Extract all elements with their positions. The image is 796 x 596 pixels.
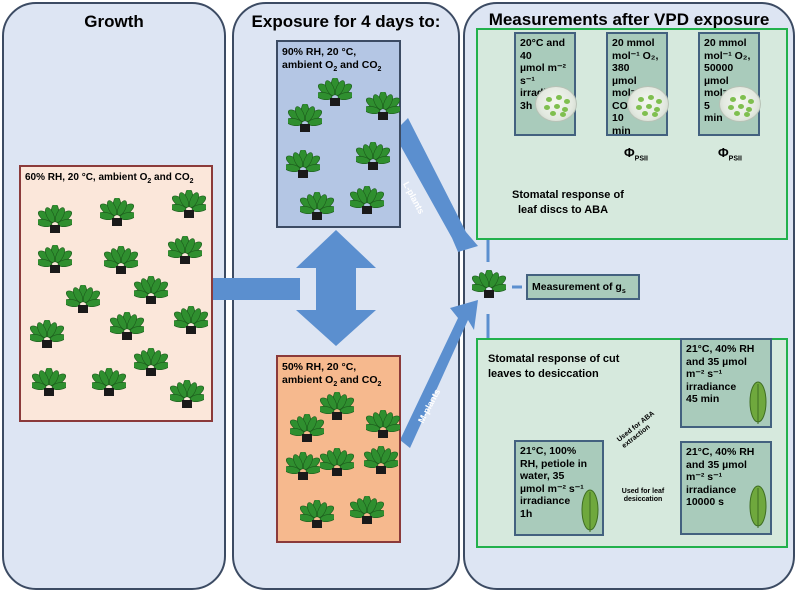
plant-icon (92, 368, 126, 396)
plant-icon (320, 448, 354, 476)
plant-icon (100, 198, 134, 226)
m-plants-arrow (400, 300, 478, 448)
growth-to-exposure-arrow (210, 278, 300, 300)
plant-icon (104, 246, 138, 274)
leaf-disc-dot (738, 104, 744, 109)
leaf-disc-caption: Stomatal response of leaf discs to ABA (512, 189, 624, 216)
gs-measurement-box: Measurement of gs (526, 274, 640, 300)
leaf-disc-dot (656, 99, 662, 104)
leaf-icon (581, 489, 599, 532)
plant-icon (356, 142, 390, 170)
phi-psii-label: ΦPSII (624, 145, 648, 163)
leaf-disc-dot (652, 112, 658, 117)
plant-icon (134, 276, 168, 304)
plant-icon (290, 414, 324, 442)
plant-icon (364, 446, 398, 474)
plant-icon (366, 92, 400, 120)
phi-psii-label-2: ΦPSII (718, 145, 742, 163)
plant-icon (174, 306, 208, 334)
plant-icon (168, 236, 202, 264)
leaf-disc-dot (554, 104, 560, 109)
leaf-disc-dot (646, 104, 652, 109)
leaf-disc-dot (748, 99, 754, 104)
plant-icon (172, 190, 206, 218)
leaf-disc-dot (654, 107, 660, 112)
leaf-icon (749, 381, 767, 424)
petri-dish-icon (627, 86, 669, 122)
leaf-disc-dot (544, 105, 550, 110)
leaf-disc-dot (550, 111, 556, 116)
plant-icon (32, 368, 66, 396)
leaf-disc-dot (636, 105, 642, 110)
growth-title: Growth (84, 12, 144, 31)
plant-icon (170, 380, 204, 408)
leaf-disc-dot (556, 95, 562, 100)
plant-icon (110, 312, 144, 340)
measurement-title: Measurements after VPD exposure (488, 10, 770, 29)
plant-icon (366, 410, 400, 438)
plant-icon (350, 186, 384, 214)
leaf-disc-dot (546, 97, 552, 102)
plant-icon (288, 104, 322, 132)
leaf-disc-dot (564, 99, 570, 104)
leaf-disc-dot (728, 105, 734, 110)
leaf-disc-dot (648, 95, 654, 100)
high-rh-label: 90% RH, 20 °C, ambient O2 and CO2 (282, 46, 382, 74)
plant-icon (38, 245, 72, 273)
plant-icon (472, 270, 506, 298)
plant-icon (30, 320, 64, 348)
plant-icon (300, 500, 334, 528)
leaf-disc-dot (730, 97, 736, 102)
leaf-disc-dot (562, 107, 568, 112)
plant-icon (134, 348, 168, 376)
plant-icon (66, 285, 100, 313)
leaf-disc-dot (642, 111, 648, 116)
exposure-split-arrow (296, 230, 376, 346)
leaf-disc-dot (560, 112, 566, 117)
plant-icon (38, 205, 72, 233)
growth-conditions-label: 60% RH, 20 °C, ambient O2 and CO2 (25, 172, 194, 185)
leaf-disc-dot (734, 111, 740, 116)
leaf-disc-dot (746, 107, 752, 112)
plant-icon (286, 452, 320, 480)
l-plants-arrow (394, 118, 478, 252)
leaf-disc-dot (638, 97, 644, 102)
leaf-disc-dot (744, 112, 750, 117)
plant-icon (320, 392, 354, 420)
cut-leaves-caption: Stomatal response of cut leaves to desic… (488, 353, 620, 380)
plant-icon (300, 192, 334, 220)
petri-dish-icon (535, 86, 577, 122)
plant-icon (350, 496, 384, 524)
exposure-title: Exposure for 4 days to: (251, 12, 441, 31)
leaf-icon (749, 485, 767, 528)
plant-icon (286, 150, 320, 178)
leaf-disc-dot (740, 95, 746, 100)
leaf-desiccation-label: Used for leaf desiccation (621, 488, 665, 503)
plant-icon (318, 78, 352, 106)
low-rh-label: 50% RH, 20 °C, ambient O2 and CO2 (282, 361, 382, 389)
petri-dish-icon (719, 86, 761, 122)
